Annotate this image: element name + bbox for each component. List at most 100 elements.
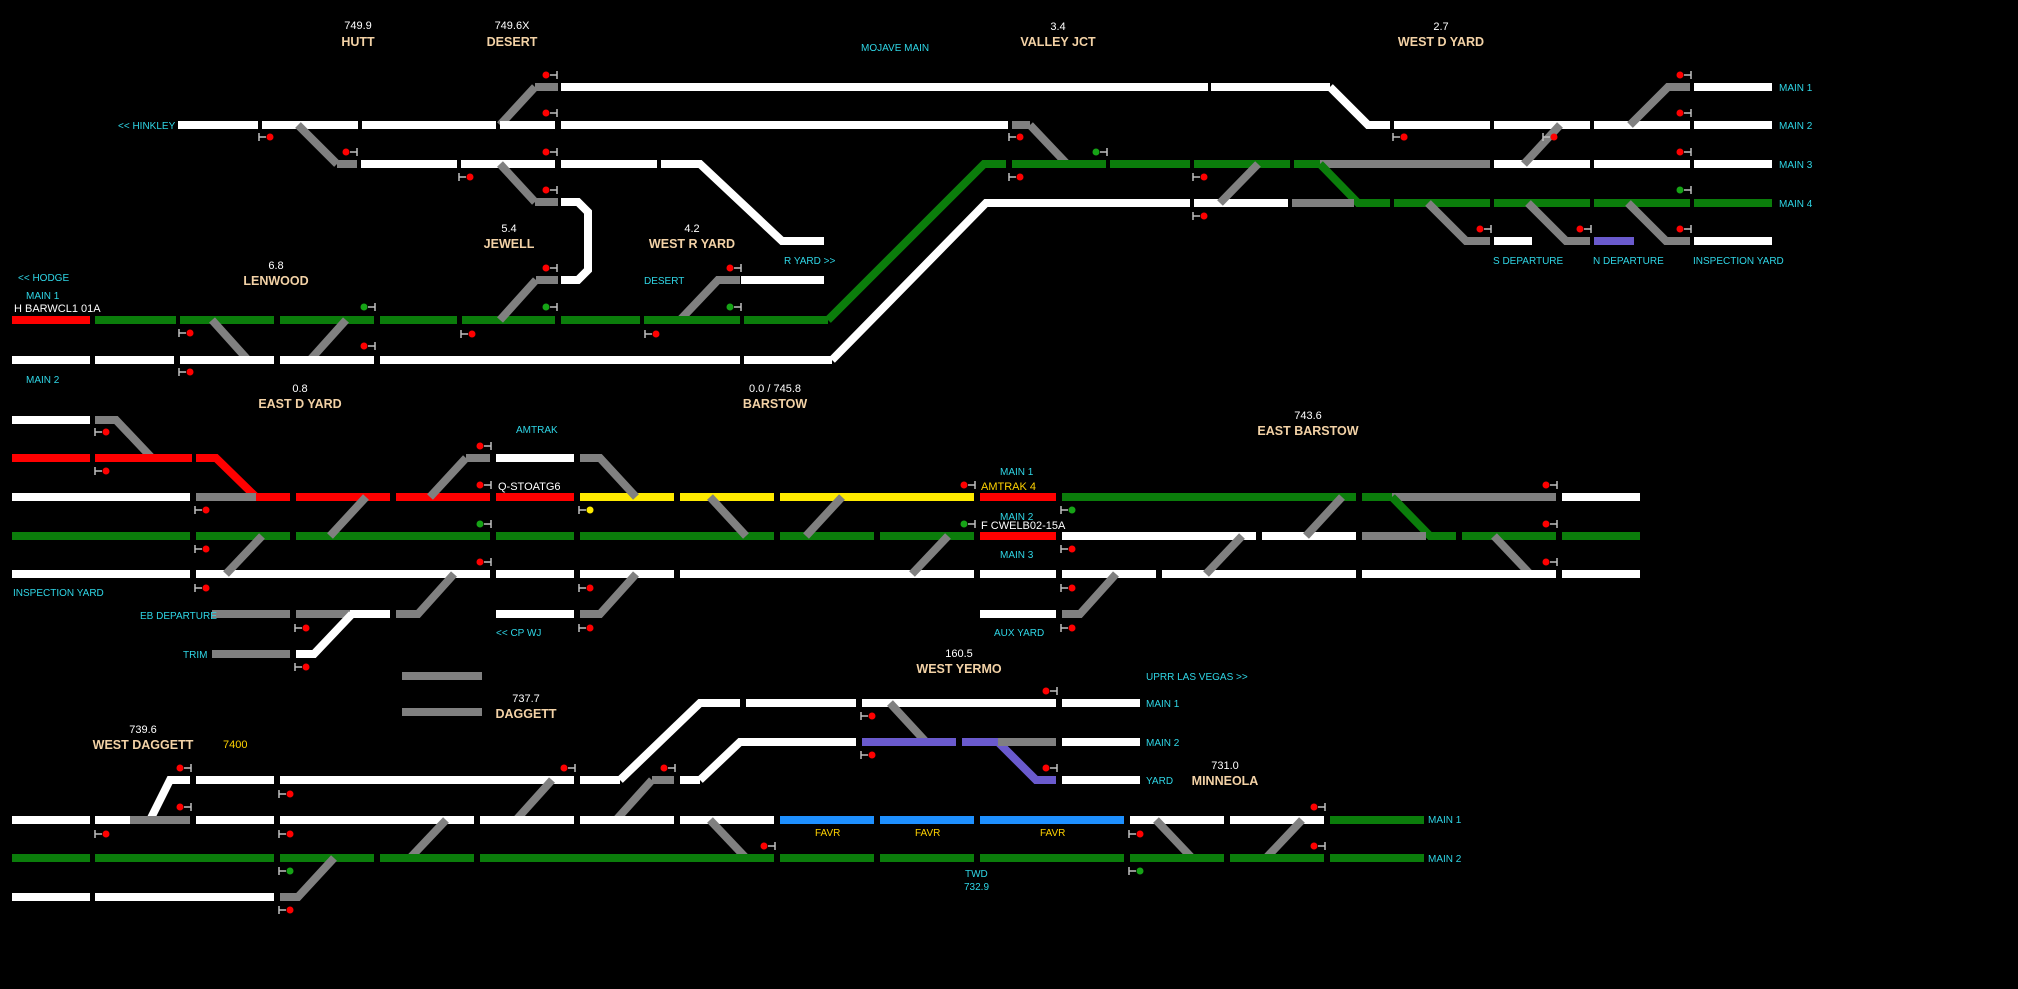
track-label-cp-wj[interactable]: << CP WJ [496,628,542,639]
switch-segment[interactable] [1627,83,1690,128]
switch-segment[interactable] [1491,533,1533,577]
switch-segment[interactable] [95,416,155,461]
switch-segment[interactable] [280,855,337,901]
signal-stop[interactable] [860,712,876,720]
signal-stop[interactable] [542,109,558,117]
signal-stop[interactable] [194,584,210,592]
signal-clear[interactable] [1128,867,1144,875]
signal-stop[interactable] [542,186,558,194]
switch-segment[interactable] [1203,533,1245,577]
switch-segment[interactable] [209,317,251,363]
signal-stop[interactable] [460,330,476,338]
switch-segment[interactable] [1263,817,1305,861]
switch-segment[interactable] [497,161,538,205]
switch-segment[interactable] [295,122,340,167]
track-curve[interactable] [296,611,355,658]
signal-stop[interactable] [1542,481,1558,489]
signal-stop[interactable] [476,481,492,489]
train-tag[interactable]: 7400 [223,739,248,751]
track-curve[interactable] [130,776,190,824]
track-label-uprr-las-vegas[interactable]: UPRR LAS VEGAS >> [1146,672,1248,683]
signal-clear[interactable] [726,303,742,311]
work-permit-label[interactable]: FAVR [915,828,941,839]
signal-approach[interactable] [578,506,594,514]
signal-stop[interactable] [542,71,558,79]
signal-stop[interactable] [1060,545,1076,553]
signal-stop[interactable] [1676,225,1692,233]
switch-segment[interactable] [707,817,749,861]
switch-segment[interactable] [707,494,749,539]
signal-stop[interactable] [1042,764,1058,772]
signal-stop[interactable] [1576,225,1592,233]
train-tag[interactable]: AMTRAK 4 [981,481,1037,493]
signal-stop[interactable] [1542,558,1558,566]
signal-stop[interactable] [94,830,110,838]
blocked-curve[interactable] [995,739,1056,784]
signal-stop[interactable] [1060,584,1076,592]
switch-segment[interactable] [613,777,655,823]
track-curve[interactable] [697,738,856,783]
signal-stop[interactable] [1008,173,1024,181]
signal-stop[interactable] [178,368,194,376]
signal-stop[interactable] [278,906,294,914]
switch-segment[interactable] [803,494,845,539]
signal-stop[interactable] [476,442,492,450]
switch-segment[interactable] [396,571,457,618]
switch-segment[interactable] [1303,494,1345,539]
switch-segment[interactable] [1425,200,1490,245]
train-tag[interactable]: Q-STOATG6 [498,481,561,493]
signal-stop[interactable] [1676,71,1692,79]
switch-segment[interactable] [497,277,539,323]
route-segment[interactable] [825,160,1006,323]
signal-clear[interactable] [960,520,976,528]
signal-stop[interactable] [476,558,492,566]
signal-stop[interactable] [278,790,294,798]
signal-stop[interactable] [1192,173,1208,181]
route-curve[interactable] [1317,161,1390,207]
signal-stop[interactable] [176,764,192,772]
train-tag[interactable]: F CWELB02-15A [981,520,1066,532]
signal-stop[interactable] [578,624,594,632]
signal-stop[interactable] [94,467,110,475]
signal-stop[interactable] [660,764,676,772]
signal-stop[interactable] [458,173,474,181]
signal-clear[interactable] [1676,186,1692,194]
track-curve[interactable] [1327,84,1390,129]
track-label-hinkley[interactable]: << HINKLEY [118,121,176,132]
track-curve[interactable] [617,699,740,783]
switch-segment[interactable] [513,777,555,823]
signal-clear[interactable] [476,520,492,528]
signal-stop[interactable] [1310,842,1326,850]
track-label-r-yard[interactable]: R YARD >> [784,256,836,267]
switch-segment[interactable] [580,454,639,500]
switch-segment[interactable] [497,84,538,128]
occupied-curve[interactable] [196,454,290,501]
signal-stop[interactable] [178,329,194,337]
signal-clear[interactable] [278,867,294,875]
signal-stop[interactable] [1192,212,1208,220]
signal-stop[interactable] [176,803,192,811]
switch-segment[interactable] [1217,161,1261,206]
signal-stop[interactable] [278,830,294,838]
switch-segment[interactable] [327,494,369,539]
switch-segment[interactable] [427,455,469,500]
signal-stop[interactable] [360,342,376,350]
work-permit-label[interactable]: FAVR [815,828,841,839]
train-tag[interactable]: H BARWCL1 01A [14,303,101,315]
track-curve[interactable] [829,199,1190,363]
signal-stop[interactable] [294,663,310,671]
signal-stop[interactable] [342,148,358,156]
signal-clear[interactable] [360,303,376,311]
signal-stop[interactable] [760,842,776,850]
signal-stop[interactable] [1060,624,1076,632]
signal-clear[interactable] [1092,148,1108,156]
switch-segment[interactable] [407,817,449,861]
signal-stop[interactable] [1128,830,1144,838]
switch-segment[interactable] [677,276,740,323]
signal-stop[interactable] [1400,133,1408,141]
switch-segment[interactable] [1521,122,1563,167]
track-label-hodge[interactable]: << HODGE [18,273,70,284]
signal-stop[interactable] [1542,520,1558,528]
signal-stop[interactable] [194,506,210,514]
switch-segment[interactable] [223,533,265,577]
